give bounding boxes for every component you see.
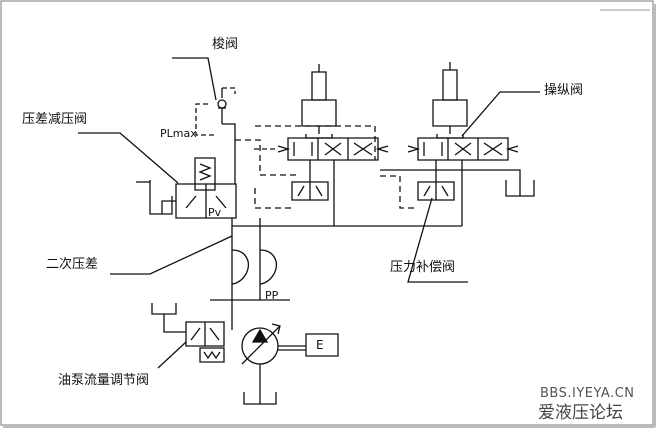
shuttle-right-pilot <box>222 88 235 94</box>
label-pressure-diff-reducing-valve: 压差减压阀 <box>22 112 88 127</box>
pump-variable-arrow <box>242 326 280 364</box>
reducer-tank-line <box>162 201 176 214</box>
label-shuttle-valve: 梭阀 <box>212 37 239 52</box>
leader-shuttle-valve <box>172 58 216 100</box>
pilot-line-top <box>255 126 375 160</box>
right-cylinder-rod-housing <box>443 70 457 100</box>
right-cylinder-body <box>433 100 467 126</box>
right-cv-left-actuator <box>408 146 418 152</box>
label-control-valve: 操纵阀 <box>544 83 584 98</box>
outer-border <box>1 1 653 425</box>
pilot-line-upper <box>235 140 300 175</box>
bottom-tank-symbol <box>244 392 276 404</box>
watermark-url: BBS.IYEYA.CN <box>540 386 635 401</box>
leader-reducing-valve <box>78 133 178 183</box>
flow-valve-tank-line <box>164 314 186 332</box>
reducer-arrow-1 <box>186 196 196 208</box>
reducer-arrow-2 <box>216 196 226 208</box>
left-tank-symbol <box>152 303 176 314</box>
label-secondary-pressure-diff: 二次压差 <box>46 257 99 272</box>
reducer-spring <box>200 164 210 180</box>
symbol-engine: E <box>316 338 324 352</box>
label-pressure-compensating-valve: 压力补偿阀 <box>390 260 456 275</box>
reducer-tank-symbol <box>150 180 172 214</box>
reducer-spring-box <box>195 158 215 190</box>
right-tank-symbol <box>506 180 534 196</box>
pilot-line-mid <box>255 188 292 208</box>
pump-arrow <box>253 330 267 342</box>
leader-control-valve <box>462 92 540 136</box>
right-cv-right-actuator <box>508 146 518 152</box>
engine-box <box>306 334 338 356</box>
shuttle-valve-ball <box>218 100 226 108</box>
diff-arc-left <box>232 250 248 284</box>
symbol-p-v: Pv <box>208 206 222 219</box>
diff-arc-right <box>260 250 276 284</box>
leader-pump-flow-valve <box>158 342 186 368</box>
symbol-p-lmax: PLmax <box>160 127 197 140</box>
label-pump-flow-control-valve: 油泵流量调节阀 <box>58 373 150 388</box>
left-cv-left-actuator <box>278 146 288 152</box>
watermark-site: 爱液压论坛 <box>538 403 623 423</box>
return-line <box>380 170 520 196</box>
left-cv-right-actuator <box>378 146 388 152</box>
symbol-p-p: PP <box>265 289 279 302</box>
leader-secondary-diff <box>110 236 232 274</box>
main-supply-line <box>232 218 462 226</box>
flow-valve-spring-box <box>200 348 224 362</box>
shuttle-to-reducer <box>222 124 235 184</box>
shuttle-left-pilot <box>196 104 214 135</box>
left-cylinder-body <box>302 100 336 126</box>
pilot-line-right <box>380 176 415 208</box>
left-cylinder-rod-housing <box>312 72 326 100</box>
